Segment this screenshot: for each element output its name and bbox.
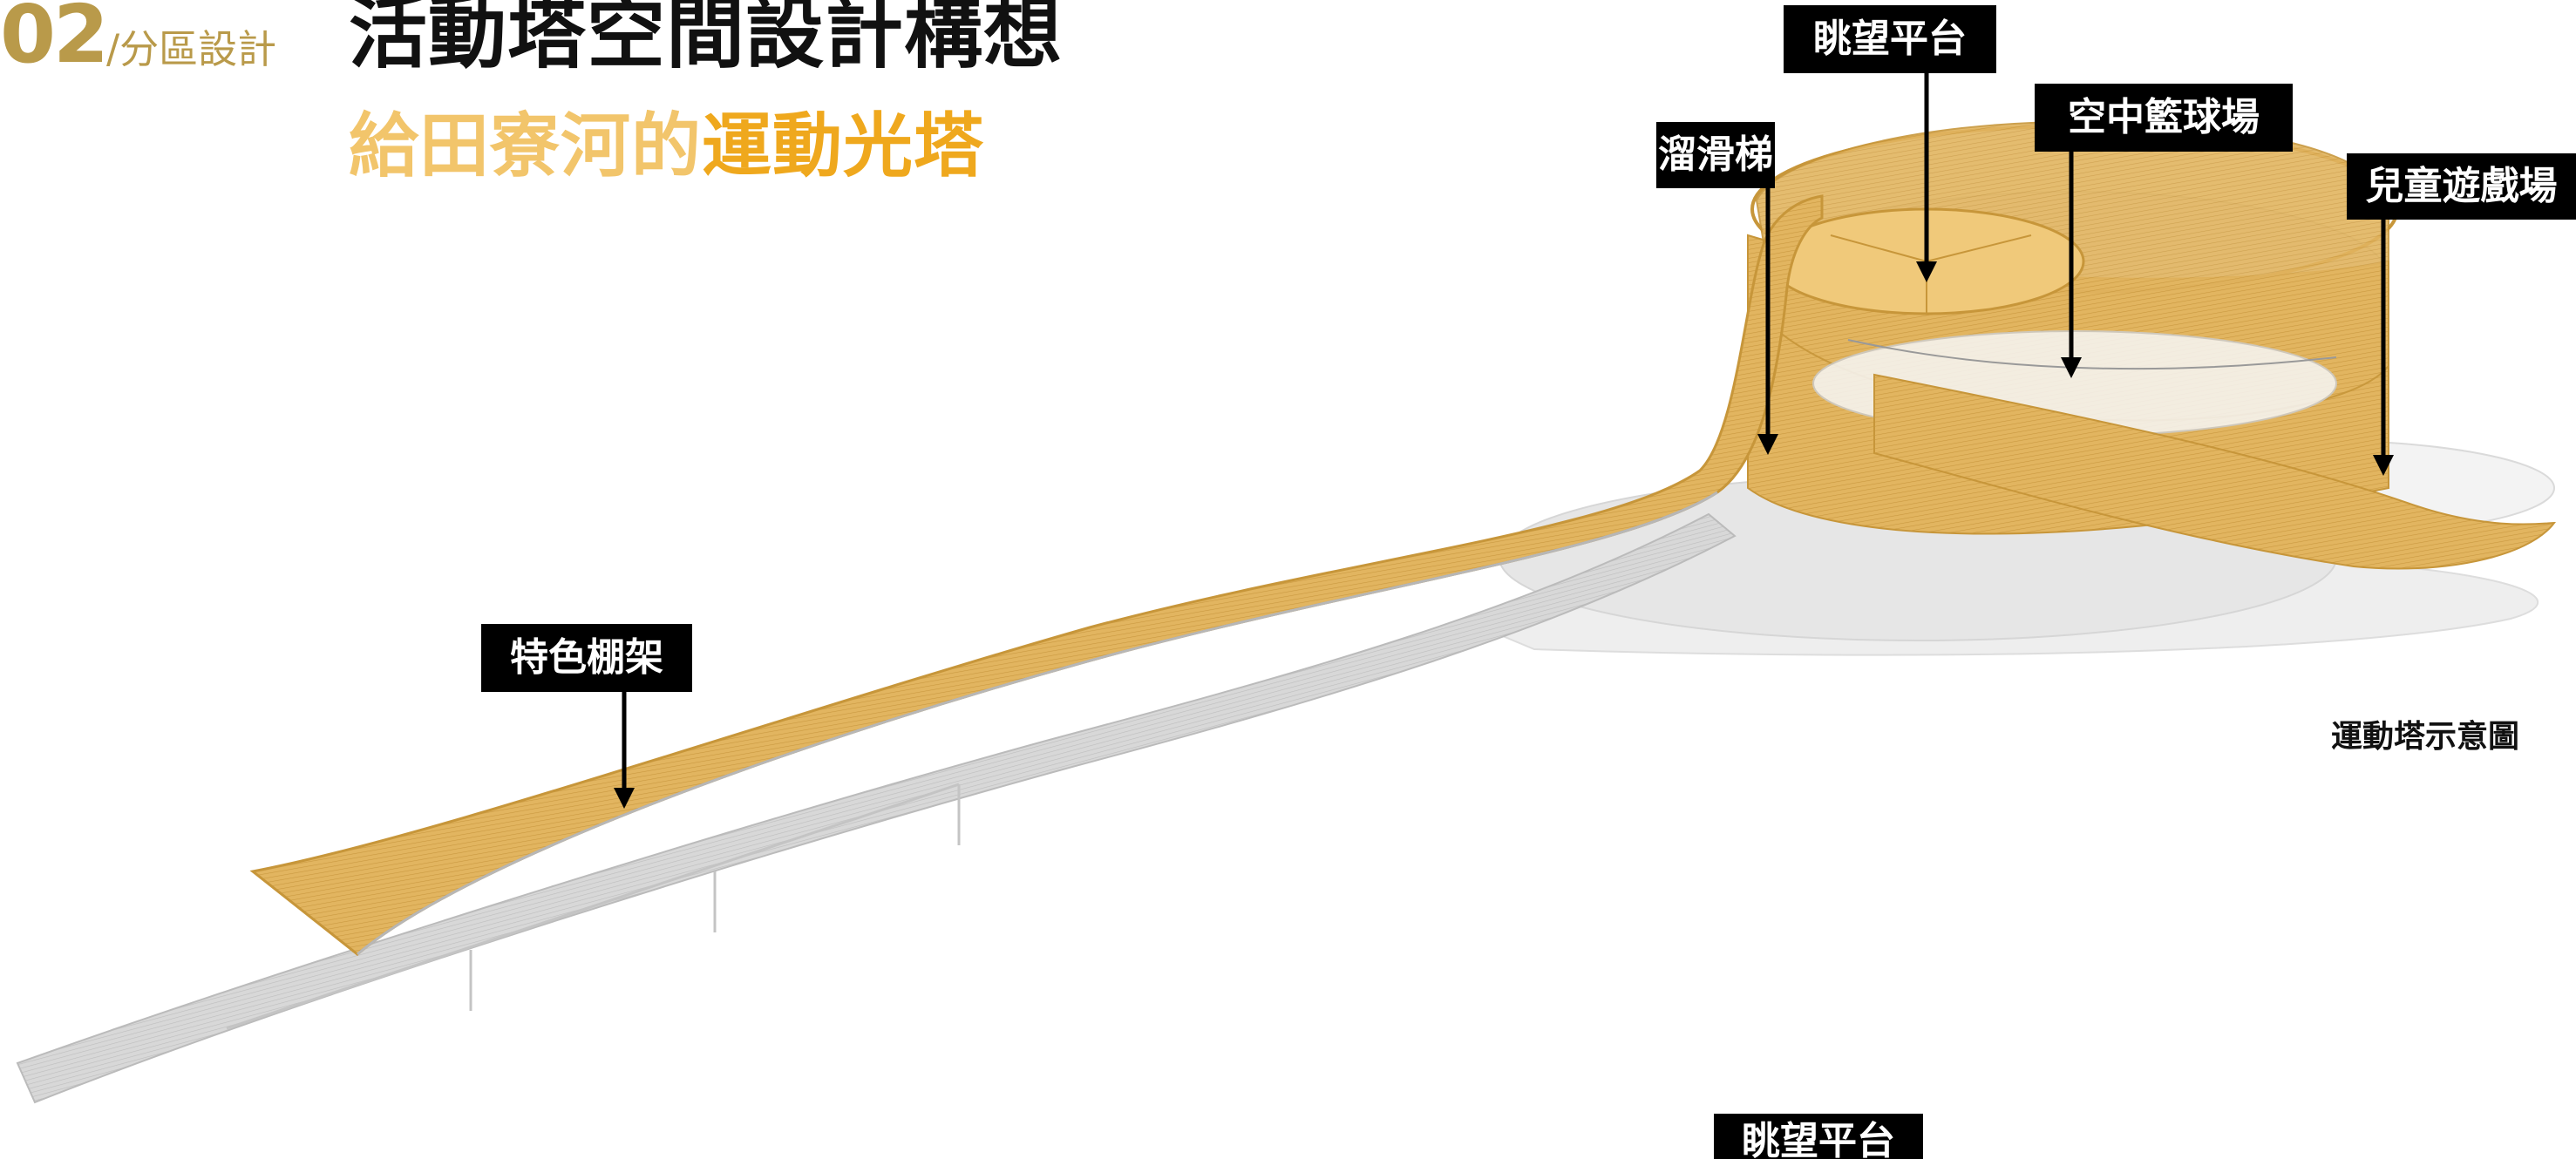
section-label: /分區設計 — [106, 26, 277, 72]
page-subtitle: 給田寮河的運動光塔 — [349, 112, 984, 181]
label-sky-basketball: 空中籃球場 — [2035, 84, 2293, 152]
diagram-caption: 運動塔示意圖 — [2331, 719, 2520, 755]
ramp-shadow — [16, 512, 1737, 1104]
arrow-sky-basketball — [2061, 150, 2082, 378]
main-ribbon — [249, 194, 1824, 956]
label-feature-shelf: 特色棚架 — [481, 624, 692, 692]
subtitle-part1: 給田寮河的 — [349, 105, 702, 186]
arrow-feature-shelf — [614, 690, 635, 809]
label-viewing-platform-bottom: 眺望平台 — [1714, 1114, 1923, 1159]
label-slide: 溜滑梯 — [1656, 122, 1775, 188]
label-kids-playground: 兒童遊戲場 — [2347, 153, 2576, 220]
arrow-kids-playground — [2373, 214, 2394, 476]
page-title: 活動塔空間設計構想 — [349, 0, 1063, 79]
arrow-viewing-platform — [1916, 71, 1937, 282]
label-viewing-platform: 眺望平台 — [1784, 5, 1996, 73]
section-number: 02 — [0, 0, 109, 81]
spiral-ramp — [1873, 373, 2557, 570]
arrow-slide — [1757, 185, 1778, 455]
subtitle-part2: 運動光塔 — [702, 105, 984, 186]
